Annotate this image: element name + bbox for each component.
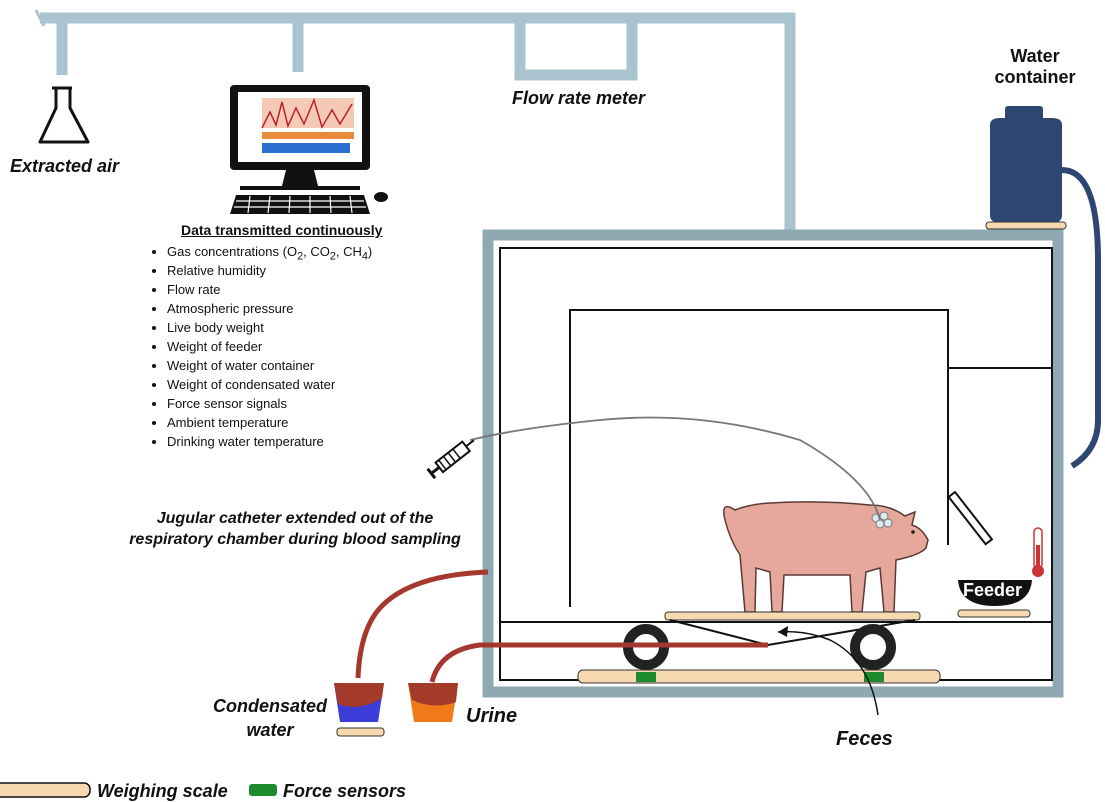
computer-icon	[230, 85, 388, 214]
data-item: Flow rate	[167, 280, 445, 299]
data-item: Weight of feeder	[167, 337, 445, 356]
water-container-label-line2: container	[994, 67, 1076, 87]
flask-icon	[38, 86, 90, 144]
gas-sub-co2: 2	[329, 250, 336, 263]
data-item: Relative humidity	[167, 261, 445, 280]
condensated-label-line2: water	[246, 720, 294, 740]
gas-mid-ch4: , CH	[335, 244, 362, 259]
urine-label: Urine	[466, 705, 518, 727]
urine-tube	[429, 642, 768, 683]
data-item: Drinking water temperature	[167, 432, 445, 451]
data-item: Force sensor signals	[167, 394, 445, 413]
respiratory-chamber	[482, 229, 1064, 698]
condensated-water-label: Condensated water	[205, 694, 335, 742]
legend-force-sensors-label: Force sensors	[283, 781, 407, 801]
data-item: Live body weight	[167, 318, 445, 337]
water-container	[985, 106, 1067, 230]
feces-arrowhead	[778, 626, 788, 637]
data-item: Weight of condensated water	[167, 375, 445, 394]
catheter-line	[469, 416, 881, 521]
water-container-label: Water container	[980, 46, 1090, 88]
urine-cup	[408, 683, 458, 722]
condensed-water-cup	[334, 683, 385, 737]
catheter-label-line2: respiratory chamber during blood samplin…	[129, 531, 461, 548]
legend-scale-swatch	[0, 782, 91, 798]
gas-mid-co2: , CO	[303, 244, 330, 259]
wheel-right	[850, 624, 896, 670]
gas-text: Gas concentrations (O	[167, 244, 298, 259]
data-item-gas: Gas concentrations (O2, CO2, CH4)	[167, 242, 445, 263]
data-transmitted-list: Data transmitted continuously Gas concen…	[145, 222, 445, 451]
gas-end: )	[367, 244, 373, 259]
force-sensor-left	[636, 672, 656, 682]
air-duct	[40, 12, 796, 235]
legend-sensor-swatch	[249, 784, 277, 796]
flow-rate-meter-label: Flow rate meter	[512, 88, 646, 108]
data-items: Gas concentrations (O2, CO2, CH4) Relati…	[145, 242, 445, 451]
pig-illustration	[723, 501, 929, 613]
feces-label: Feces	[836, 728, 893, 750]
data-item: Ambient temperature	[167, 413, 445, 432]
syringe-icon	[426, 439, 475, 480]
water-tube	[1061, 167, 1101, 469]
data-item: Atmospheric pressure	[167, 299, 445, 318]
gas-sub-ch4: 4	[361, 250, 368, 263]
data-item: Weight of water container	[167, 356, 445, 375]
condensated-label-line1: Condensated	[212, 696, 327, 716]
catheter-label-line1: Jugular catheter extended out of the	[156, 510, 434, 527]
data-list-heading: Data transmitted continuously	[181, 222, 383, 238]
pig-weighing-scale	[664, 611, 921, 621]
thermometer-icon	[1032, 527, 1044, 577]
water-container-label-line1: Water	[1010, 46, 1060, 66]
extracted-air-label: Extracted air	[10, 156, 120, 176]
legend-weighing-scale-label: Weighing scale	[97, 781, 228, 801]
feeder-bowl	[957, 580, 1032, 618]
floor-weighing-scale	[577, 669, 941, 684]
catheter-label: Jugular catheter extended out of the res…	[120, 508, 470, 550]
feeder-label: Feeder	[963, 580, 1023, 600]
feces-arrow	[777, 630, 879, 716]
condensate-tube	[355, 569, 489, 679]
force-sensor-right	[864, 672, 884, 682]
feeder-wall	[948, 367, 1053, 370]
duct-end-cap	[34, 9, 46, 27]
feeder-chute	[947, 490, 994, 546]
gas-sub-o2: 2	[297, 250, 304, 263]
